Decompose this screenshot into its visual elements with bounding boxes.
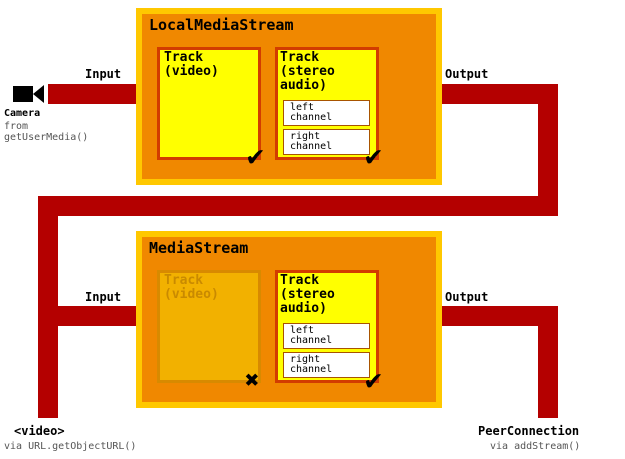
bottom-right-channel: right channel — [283, 352, 370, 378]
pipe-crossover — [38, 196, 558, 216]
camera-source-label: from getUserMedia() — [4, 121, 89, 143]
pipe-right-vertical — [538, 84, 558, 216]
camera-icon — [13, 85, 44, 103]
top-right-channel: right channel — [283, 129, 370, 155]
pipe-bottom-output — [440, 306, 558, 326]
top-left-channel: left channel — [283, 100, 370, 126]
media-stream-title: MediaStream — [149, 239, 249, 257]
bottom-input-label: Input — [85, 290, 122, 304]
bottom-audio-check-icon: ✔ — [365, 363, 382, 396]
pipe-camera-input — [48, 84, 140, 104]
peer-connection-label: PeerConnection — [478, 424, 580, 438]
bottom-left-channel: left channel — [283, 323, 370, 349]
top-video-track: Track (video) — [157, 47, 261, 160]
top-video-check-icon: ✔ — [247, 139, 264, 172]
pipe-bottom-input — [58, 306, 140, 326]
pipe-left-vertical — [38, 196, 58, 418]
local-media-stream-title: LocalMediaStream — [149, 16, 294, 34]
top-input-label: Input — [85, 67, 122, 81]
bottom-output-label: Output — [445, 290, 489, 304]
top-audio-track-label: Track (stereo audio) — [280, 50, 335, 93]
top-audio-check-icon: ✔ — [365, 139, 382, 172]
video-element-via-label: via URL.getObjectURL() — [4, 441, 137, 452]
bottom-video-track: Track (video) — [157, 270, 261, 383]
peer-connection-via-label: via addStream() — [490, 441, 581, 452]
bottom-video-cross-icon: ✖ — [245, 366, 260, 394]
top-video-track-label: Track (video) — [164, 50, 219, 79]
pipe-peer-vertical — [538, 306, 558, 418]
pipe-top-output — [440, 84, 558, 104]
bottom-video-track-label: Track (video) — [164, 273, 219, 302]
camera-label: Camera — [4, 108, 41, 119]
top-audio-track: Track (stereo audio) left channel right … — [275, 47, 379, 160]
bottom-audio-track: Track (stereo audio) left channel right … — [275, 270, 379, 383]
video-element-label: <video> — [14, 424, 65, 438]
bottom-audio-track-label: Track (stereo audio) — [280, 273, 335, 316]
top-output-label: Output — [445, 67, 489, 81]
